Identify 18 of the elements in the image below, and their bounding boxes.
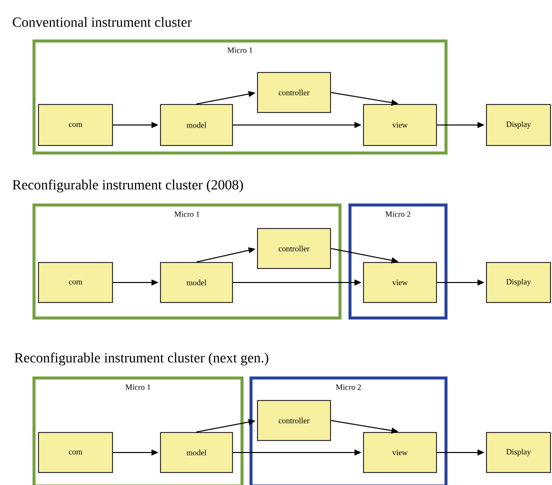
module-box: model xyxy=(160,104,233,146)
module-box: controller xyxy=(257,400,331,441)
module-box: com xyxy=(38,262,113,303)
module-box: view xyxy=(363,104,437,146)
module-box: com xyxy=(38,432,113,473)
section-heading: Reconfigurable instrument cluster (next gen.) xyxy=(14,352,268,366)
module-box: model xyxy=(160,432,233,473)
module-box: controller xyxy=(257,72,331,113)
module-box: model xyxy=(160,262,233,303)
module-box: Display xyxy=(486,104,551,146)
section-heading: Reconfigurable instrument cluster (2008) xyxy=(12,180,243,192)
module-box: Display xyxy=(486,262,551,303)
module-box: Display xyxy=(486,432,551,473)
module-box: com xyxy=(38,104,113,146)
section-heading: Conventional instrument cluster xyxy=(12,17,192,27)
module-box: view xyxy=(363,432,437,473)
module-box: view xyxy=(363,262,437,303)
module-box: controller xyxy=(257,228,331,269)
